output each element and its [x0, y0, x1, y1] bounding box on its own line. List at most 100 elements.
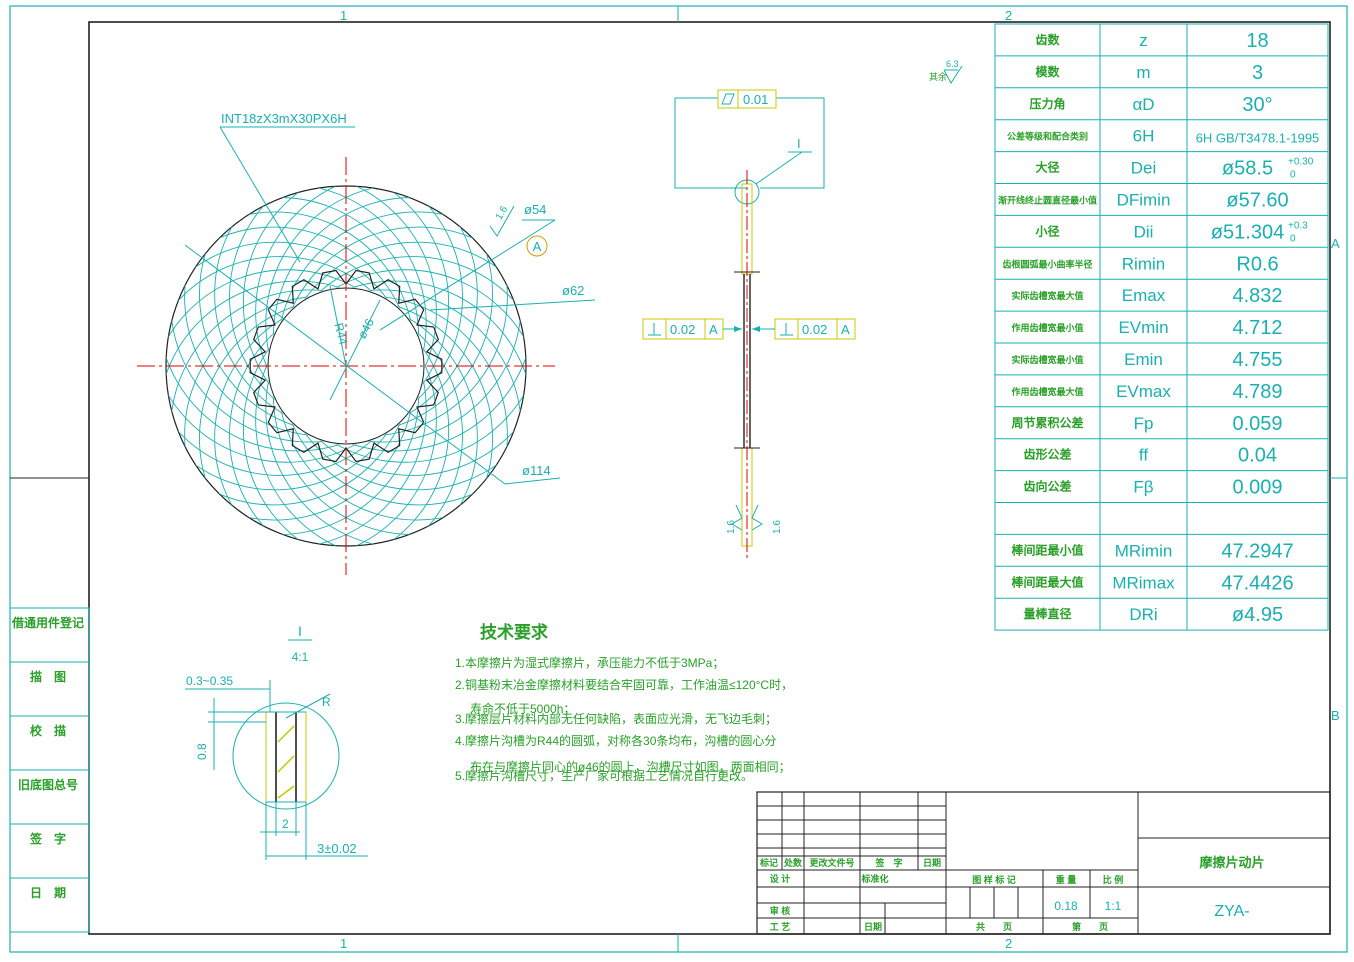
drawing-number: ZYA- — [1214, 903, 1249, 920]
dim-leader-54 — [379, 219, 556, 331]
strip-label: 校 描 — [30, 723, 66, 738]
table-row-label: 棒间距最小值 — [1011, 542, 1083, 557]
table-row-label: 实际齿槽宽最小值 — [1011, 354, 1083, 365]
groove-arc — [265, 186, 526, 463]
groove-arc — [199, 186, 478, 434]
table-row-symbol: 6H — [1133, 127, 1155, 146]
strip-label: 描 图 — [30, 669, 66, 684]
technical-requirements: 技术要求 1.本摩擦片为湿式摩擦片，承压能力不低于3MPa； 2.铜基粉末冶金摩… — [455, 622, 793, 783]
tech-item: 4.摩擦片沟槽为R44的圆弧，对称各30条均布，沟槽的圆心分 — [455, 733, 776, 748]
strip-label: 签 字 — [29, 831, 66, 846]
table-row-symbol: Fβ — [1133, 478, 1153, 497]
dim-46: ø46 — [355, 316, 377, 341]
zone-label: B — [1331, 708, 1340, 723]
table-row-label: 齿向公差 — [1023, 479, 1071, 494]
table-row-label: 棒间距最大值 — [1011, 574, 1083, 589]
table-row-value: ø4.95 — [1232, 604, 1283, 626]
table-row-label: 量棒直径 — [1023, 606, 1071, 621]
groove-arc — [272, 197, 526, 476]
groove-arc — [166, 269, 427, 546]
table-row-value: 0.04 — [1238, 445, 1277, 467]
roughness-main: 1.6 — [494, 204, 511, 222]
leader — [219, 126, 301, 263]
table-row-label: 齿形公差 — [1023, 447, 1071, 462]
detail-ref: I — [797, 136, 801, 151]
dim-leader-114 — [184, 244, 506, 485]
detail-section — [265, 711, 307, 803]
table-row-label: 压力角 — [1029, 96, 1065, 111]
groove-arc — [184, 186, 463, 437]
sheet-no: 第 页 — [1072, 921, 1108, 932]
table-row-value: ø58.5 — [1222, 158, 1273, 180]
table-tol-lower: 0 — [1290, 170, 1296, 181]
tech-item: 5.摩擦片沟槽尺寸，生产厂家可根据工艺情况自行更改。 — [455, 768, 753, 783]
groove-arc — [166, 256, 420, 535]
scale-label: 比 例 — [1103, 874, 1124, 885]
table-row-value: 4.712 — [1232, 317, 1282, 339]
table-row-symbol: DRi — [1129, 605, 1157, 624]
detail-boundary — [232, 702, 340, 810]
rough-left: 1.6 — [726, 520, 737, 534]
design-label: 设 计 — [770, 873, 791, 884]
strip-label: 借通用件登记 — [11, 615, 84, 630]
table-row-label: 模数 — [1035, 64, 1060, 79]
table-frame — [994, 23, 1329, 631]
groove-arc — [184, 295, 463, 546]
table-row-label: 作用齿槽宽最小值 — [1011, 322, 1083, 333]
dim-2: 2 — [282, 817, 289, 831]
title-block: 标记 处数 更改文件号 签 字 日期 设 计 标准化 审 核 工 艺 日期 图 … — [756, 791, 1331, 935]
rev-header: 处数 — [783, 857, 803, 868]
dim-r: R — [322, 695, 331, 709]
rev-header: 更改文件号 — [809, 857, 854, 868]
dim-3: 3±0.02 — [317, 841, 357, 856]
groove-arc — [166, 197, 420, 476]
tech-item: 3.摩擦层片材料内部无任何缺陷，表面应光滑，无飞边毛刺； — [455, 711, 777, 726]
table-row-value: 4.832 — [1232, 285, 1282, 307]
rev-header: 日期 — [923, 857, 941, 868]
groove-arc — [265, 269, 526, 546]
dim-leader-46 — [329, 299, 381, 401]
dim-top: 0.3~0.35 — [186, 674, 233, 688]
groove-arc — [166, 186, 427, 463]
groove-arc — [242, 186, 522, 443]
table-row-value: 3 — [1252, 62, 1263, 84]
groove-arc — [170, 289, 450, 546]
strip-label: 旧底图总号 — [18, 777, 78, 792]
table-row-value: R0.6 — [1236, 253, 1278, 275]
table-row-symbol: αD — [1132, 95, 1154, 114]
perp-left-datum: A — [709, 322, 718, 337]
table-row-symbol: z — [1139, 31, 1148, 50]
perp-left-value: 0.02 — [670, 322, 695, 337]
roughness-symbol — [489, 205, 515, 237]
table-row-value: ø57.60 — [1226, 189, 1288, 211]
spline-callout: INT18zX3mX30PX6H — [221, 111, 347, 126]
detail-view-i: I 4:1 0.3~0.35 R 0.8 2 3±0.02 — [185, 623, 368, 860]
groove-arc — [242, 289, 522, 546]
tech-title: 技术要求 — [480, 622, 548, 642]
flatness-frame — [717, 89, 777, 109]
perp-right-value: 0.02 — [802, 322, 827, 337]
groove-arc — [166, 280, 437, 546]
weight-label: 重 量 — [1056, 874, 1077, 885]
part-name: 摩擦片动片 — [1199, 855, 1264, 870]
roughness-symbol — [731, 504, 743, 531]
table-row-symbol: MRimax — [1112, 573, 1175, 592]
roughness-value: 6.3 — [946, 59, 959, 69]
groove-arc — [166, 186, 437, 452]
review-label: 审 核 — [770, 905, 791, 916]
perp-right-datum: A — [841, 322, 850, 337]
table-row-value: 4.755 — [1232, 349, 1282, 371]
table-row-symbol: Fp — [1134, 414, 1154, 433]
dim-leader-62 — [429, 299, 596, 311]
weight-value: 0.18 — [1054, 899, 1078, 913]
table-row-value: 30° — [1242, 94, 1272, 116]
table-row-symbol: MRimin — [1115, 541, 1173, 560]
friction-disc-front-view: INT18zX3mX30PX6H ø114 ø62 ø54 A 1.6 R44 … — [137, 111, 596, 575]
table-row-label: 小径 — [1035, 223, 1059, 238]
groove-arc — [255, 280, 526, 546]
table-row-value: 47.4426 — [1221, 572, 1293, 594]
table-row-label: 齿根圆弧最小曲率半径 — [1002, 258, 1092, 269]
table-row-value: 4.789 — [1232, 381, 1282, 403]
